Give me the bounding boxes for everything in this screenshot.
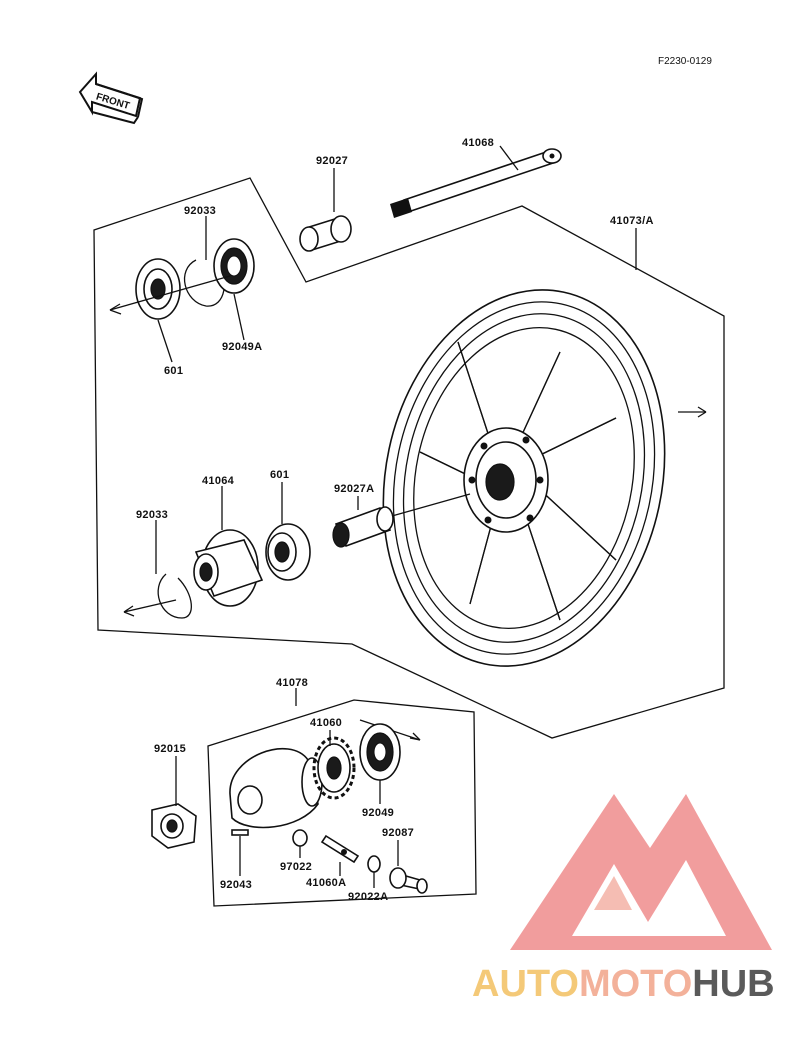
circlip-92033-mid	[157, 573, 192, 619]
label-92022A: 92022A	[348, 891, 388, 903]
document-code: F2230-0129	[658, 56, 712, 67]
watermark-triangle-icon	[510, 794, 772, 950]
watermark-hub: HUB	[692, 963, 774, 1005]
label-41078: 41078	[276, 677, 308, 689]
label-41064: 41064	[202, 475, 235, 487]
watermark-auto: AUTO	[472, 963, 579, 1005]
label-92043: 92043	[220, 879, 252, 891]
bearing-601-mid	[265, 523, 311, 581]
label-92049A: 92049A	[222, 341, 262, 353]
label-41060: 41060	[310, 717, 342, 729]
collar-92027	[299, 215, 352, 252]
label-601-top: 601	[164, 365, 183, 377]
pinion-41060A	[320, 834, 360, 864]
label-92015: 92015	[154, 743, 186, 755]
gear-41060	[312, 736, 356, 800]
axle-41068	[390, 148, 562, 218]
label-97022: 97022	[280, 861, 312, 873]
speedometer-gear-frame	[207, 699, 477, 907]
leader-lines	[155, 145, 637, 888]
nut-92015	[151, 803, 197, 849]
label-92033-top: 92033	[184, 205, 216, 217]
label-41073A: 41073/A	[610, 215, 654, 227]
bearing-601-top	[135, 258, 181, 320]
coupling-41064	[193, 529, 264, 607]
gear-housing-41078	[229, 748, 323, 829]
label-601-mid: 601	[270, 469, 289, 481]
label-41068: 41068	[462, 137, 494, 149]
pin-92043	[231, 829, 249, 836]
automotohub-watermark: AUTOMOTOHUB	[472, 794, 775, 1005]
wheel-assembly-frame	[93, 177, 725, 739]
oil-seal-92049A	[213, 238, 255, 294]
collar-92027A	[332, 493, 471, 548]
label-92027A: 92027A	[334, 483, 374, 495]
oil-seal-92049	[359, 723, 401, 781]
watermark-moto: MOTO	[579, 963, 692, 1005]
washer-92022A	[367, 855, 381, 873]
label-92049: 92049	[362, 807, 394, 819]
front-arrow-icon: FRONT	[78, 71, 144, 125]
label-92027: 92027	[316, 155, 348, 167]
svg-text:AUTOMOTOHUB: AUTOMOTOHUB	[472, 963, 775, 1005]
wheel-41073A	[382, 289, 666, 667]
bushing-92087	[389, 867, 428, 894]
label-41060A: 41060A	[306, 877, 346, 889]
label-92087: 92087	[382, 827, 414, 839]
washer-97022	[292, 829, 308, 847]
label-92033-mid: 92033	[136, 509, 168, 521]
